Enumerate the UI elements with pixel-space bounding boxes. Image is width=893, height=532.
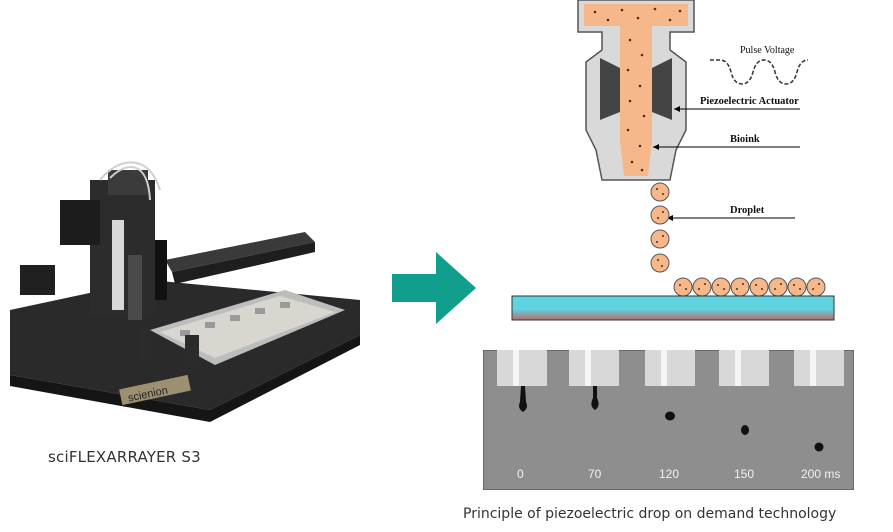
time-label: 120	[659, 467, 679, 481]
deposited-droplets	[673, 277, 826, 297]
nozzle-tips	[497, 350, 844, 386]
piezo-nozzle-diagram: Pulse Voltage Piezoelectric Actuator Bio…	[511, 0, 835, 321]
machine-caption: sciFLEXARRAYER S3	[48, 448, 201, 466]
pulse-wave-icon	[710, 59, 809, 85]
time-label: 70	[588, 467, 602, 481]
piezo-actuator-blocks	[600, 58, 672, 120]
droplet-sequence-image: 0 70 120 150 200 ms	[483, 350, 854, 490]
ink-channel	[584, 4, 688, 176]
actuator-label: Piezoelectric Actuator	[700, 96, 799, 107]
substrate	[511, 295, 835, 321]
bioink-label: Bioink	[730, 134, 760, 145]
pulse-voltage-label: Pulse Voltage	[740, 45, 795, 56]
droplet-label: Droplet	[730, 205, 765, 216]
falling-droplets	[650, 182, 670, 273]
arrayer-machine-image: scienion	[10, 161, 360, 422]
principle-caption: Principle of piezoelectric drop on deman…	[463, 506, 837, 522]
time-label: 150	[734, 467, 754, 481]
droplet-frames	[519, 386, 824, 452]
time-label: 0	[517, 467, 524, 481]
right-arrow-icon	[392, 252, 476, 324]
time-label: 200 ms	[801, 467, 840, 481]
